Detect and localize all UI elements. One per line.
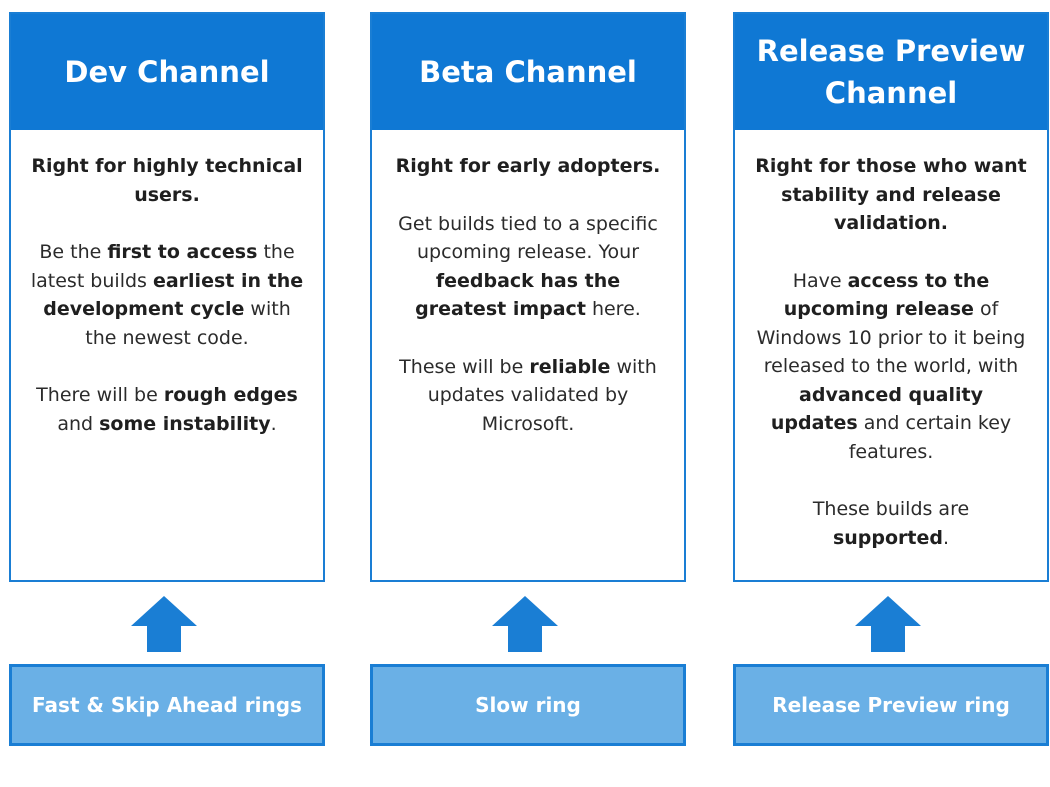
emphasis-text: access to the upcoming release — [783, 269, 990, 321]
ring-label: Fast & Skip Ahead rings — [32, 693, 302, 717]
channel-paragraph: These builds are supported. — [812, 498, 970, 549]
ring-label-box: Fast & Skip Ahead rings — [9, 664, 325, 746]
ring-label: Release Preview ring — [772, 693, 1010, 717]
emphasis-text: reliable — [529, 355, 611, 378]
emphasis-text: some instability — [99, 412, 271, 435]
channel-title: Beta Channel — [419, 55, 637, 89]
channel-paragraph: There will be rough edges and some insta… — [36, 384, 298, 435]
emphasis-text: first to access — [107, 241, 258, 263]
channel-paragraph: Be the first to access the latest builds… — [30, 241, 304, 349]
channel-description: Right for early adopters. Get builds tie… — [372, 152, 684, 467]
channel-lead: Right for early adopters. — [395, 155, 661, 177]
channel-title: Release Preview Channel — [756, 34, 1026, 110]
channel-lead: Right for highly technical users. — [31, 155, 303, 206]
channel-card: Release Preview Channel Right for those … — [733, 12, 1049, 582]
emphasis-text: supported — [832, 526, 943, 549]
up-arrow-icon — [131, 596, 197, 652]
emphasis-text: rough edges — [163, 384, 298, 406]
emphasis-text: advanced quality updates — [770, 383, 983, 435]
ring-label: Slow ring — [475, 693, 581, 717]
channel-paragraph: Get builds tied to a specific upcoming r… — [398, 212, 658, 321]
emphasis-text: feedback has the greatest impact — [415, 269, 621, 321]
emphasis-text: earliest in the development cycle — [43, 269, 304, 321]
channel-column-release-preview: Release Preview Channel Right for those … — [733, 12, 1049, 752]
channel-column-dev: Dev Channel Right for highly technical u… — [9, 12, 325, 752]
channel-header: Dev Channel — [11, 14, 323, 130]
channel-lead: Right for those who want stability and r… — [755, 155, 1027, 234]
channel-paragraph: These will be reliable with updates vali… — [399, 355, 657, 435]
channel-column-beta: Beta Channel Right for early adopters. G… — [370, 12, 686, 752]
channel-description: Right for highly technical users. Be the… — [11, 152, 323, 467]
channel-card: Beta Channel Right for early adopters. G… — [370, 12, 686, 582]
channel-header: Release Preview Channel — [735, 14, 1047, 130]
channel-card: Dev Channel Right for highly technical u… — [9, 12, 325, 582]
up-arrow-icon — [492, 596, 558, 652]
up-arrow-icon — [855, 596, 921, 652]
channel-description: Right for those who want stability and r… — [735, 152, 1047, 581]
ring-label-box: Slow ring — [370, 664, 686, 746]
channel-title: Dev Channel — [64, 55, 270, 89]
channel-paragraph: Have access to the upcoming release of W… — [756, 269, 1026, 463]
ring-label-box: Release Preview ring — [733, 664, 1049, 746]
channel-header: Beta Channel — [372, 14, 684, 130]
